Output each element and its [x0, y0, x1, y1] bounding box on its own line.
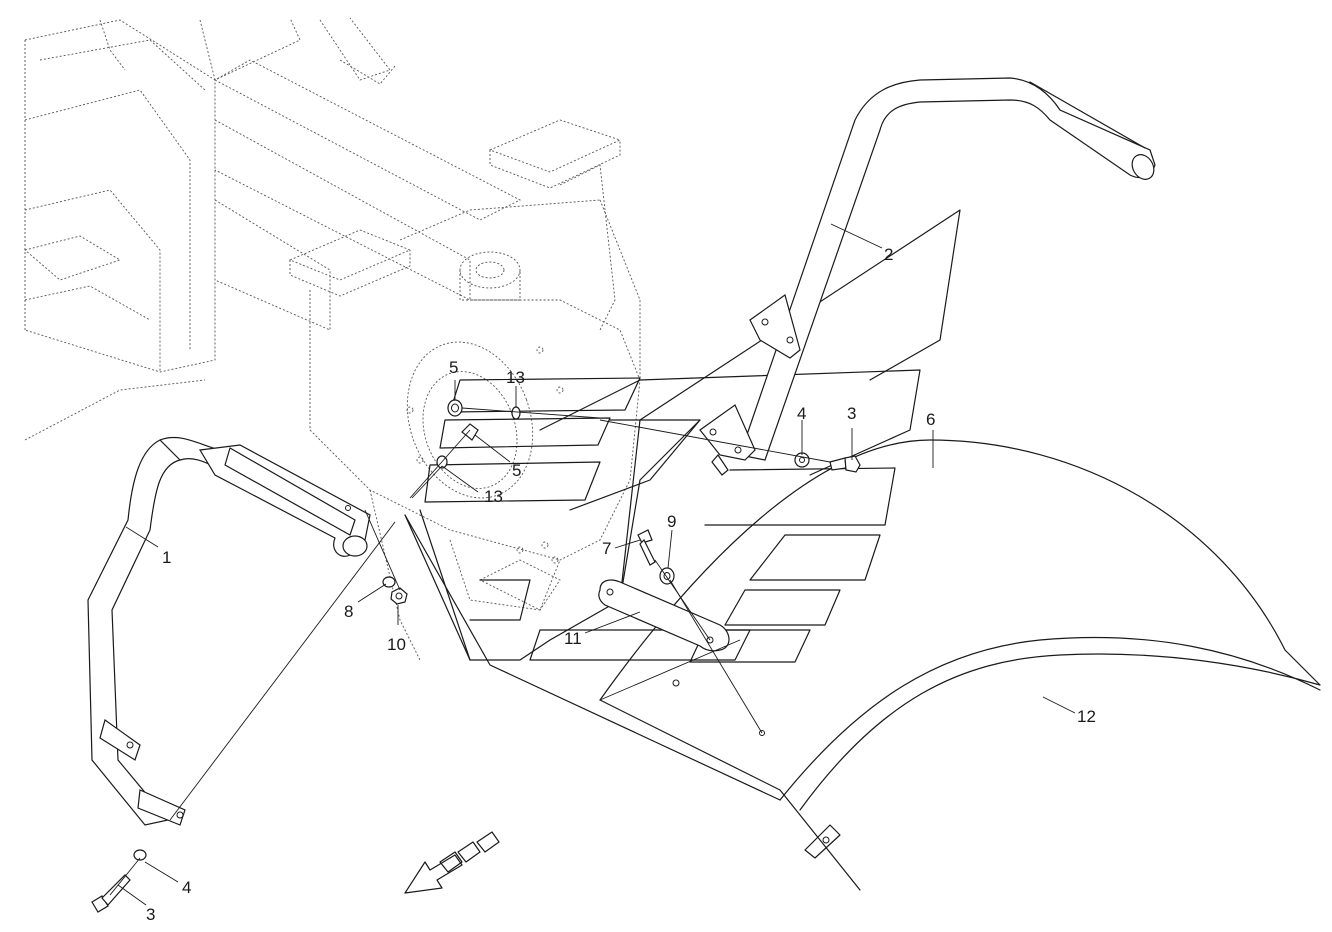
callout-13-top: 13: [506, 368, 525, 387]
fasteners: [91, 399, 861, 913]
callout-9: 9: [667, 512, 676, 531]
callout-12: 12: [1077, 707, 1096, 726]
chassis-frame-ghost: [24, 17, 641, 661]
callout-10: 10: [387, 635, 406, 654]
callout-8: 8: [344, 602, 353, 621]
callout-13-mid: 13: [484, 487, 503, 506]
callout-5-mid: 5: [512, 461, 521, 480]
callout-7: 7: [602, 539, 611, 558]
rear-panel-outline: [404, 209, 961, 663]
plate-part-11: [598, 579, 730, 652]
callout-6: 6: [926, 410, 935, 429]
left-handrail-part-1: [87, 436, 371, 826]
callout-3-bottom: 3: [146, 905, 155, 924]
callout-4-top: 4: [797, 404, 806, 423]
callout-1: 1: [162, 548, 171, 567]
callout-11: 11: [564, 629, 582, 648]
callout-labels: 1 2 3 3 4 4 5 5 6 7 8 9 10 11 12 13 13: [146, 245, 1096, 924]
assembly-lines: [109, 407, 831, 896]
callout-5-top: 5: [449, 358, 458, 377]
callout-3-top: 3: [847, 404, 856, 423]
leader-lines: [117, 223, 1076, 906]
fender-part-6: [404, 439, 1321, 891]
callout-2: 2: [884, 245, 893, 264]
callout-4-bottom: 4: [182, 878, 191, 897]
direction-arrow-icon: [404, 831, 500, 894]
